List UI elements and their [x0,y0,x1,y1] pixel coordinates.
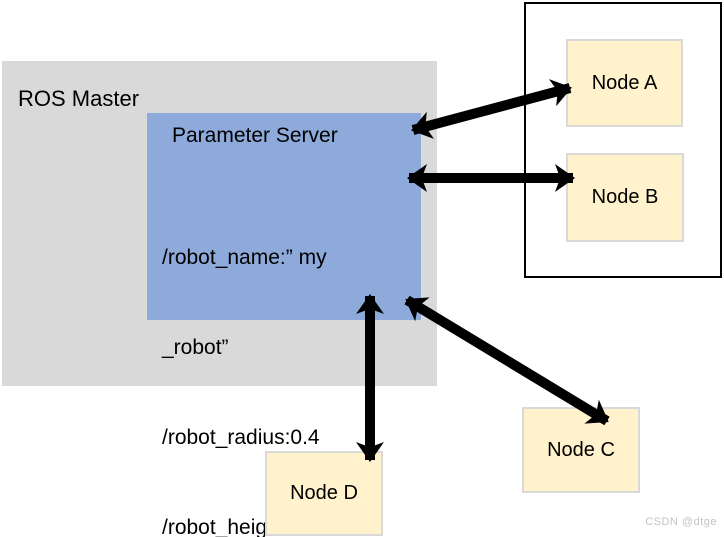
node-c-label: Node C [547,438,615,461]
ros-master-label: ROS Master [18,86,140,111]
watermark: CSDN @dtge [645,516,717,528]
node-d-label: Node D [290,482,358,504]
parameter-server-box: Parameter Server /robot_name:” my _robot… [147,113,421,537]
node-b-box: Node B [566,153,684,242]
node-b-label: Node B [591,186,659,208]
parameter-server-title: Parameter Server [172,124,338,147]
param-robot-name-line-2: _robot” [162,336,229,359]
node-d-box: Node D [265,451,383,536]
node-c-box: Node C [522,407,640,493]
param-robot-name-line-1: /robot_name:” my [162,246,327,269]
nodes-ab-frame [524,2,722,278]
node-a-box: Node A [566,39,683,127]
node-a-label: Node A [591,71,658,94]
param-robot-radius: /robot_radius:0.4 [162,426,320,449]
arrow-param-node-c [404,295,610,426]
